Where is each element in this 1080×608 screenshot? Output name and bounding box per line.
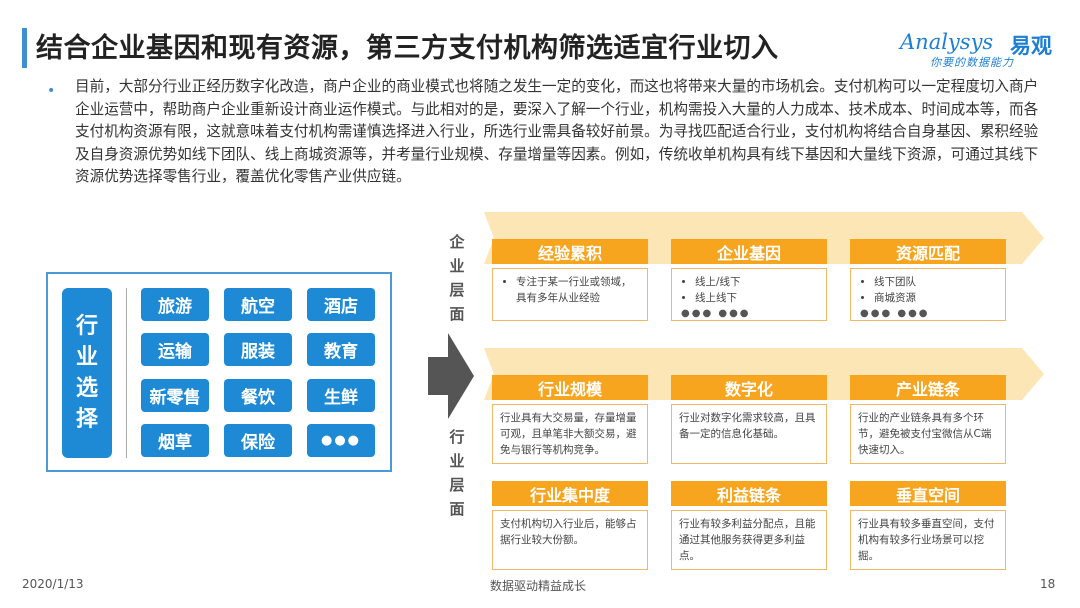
logo-tagline: 你要的数据能力 <box>930 56 1014 69</box>
industry-selection-label: 行业选择 <box>62 288 112 458</box>
vertical-char: 业 <box>449 452 465 470</box>
vertical-char: 面 <box>449 500 465 518</box>
card-bullet: 线上线下 <box>695 290 819 306</box>
card-body: 行业有较多利益分配点，且能通过其他服务获得更多利益点。 <box>671 510 827 570</box>
logo-english: Analysys <box>900 30 994 54</box>
industry-tag: 餐饮 <box>224 379 292 412</box>
vertical-char: 行 <box>75 314 98 339</box>
card-body: 行业具有较多垂直空间，支付机构有较多行业场景可以挖掘。 <box>850 510 1006 570</box>
panel-divider <box>126 288 127 458</box>
intro-paragraph: 目前，大部分行业正经历数字化改造，商户企业的商业模式也将随之发生一定的变化，而这… <box>75 78 1039 185</box>
page-number: 18 <box>1040 577 1056 591</box>
card-body: 线下团队 商城资源 ●●● ●●● <box>850 268 1006 321</box>
bullet-icon: • <box>47 83 56 99</box>
card-body: 行业的产业链条具有多个环节，避免被支付宝微信从C端快速切入。 <box>850 404 1006 464</box>
vertical-char: 行 <box>449 428 465 446</box>
card-title: 行业集中度 <box>492 481 648 506</box>
card-title: 产业链条 <box>850 375 1006 400</box>
card-body: 支付机构切入行业后，能够占据行业较大份额。 <box>492 510 648 570</box>
vertical-char: 层 <box>449 281 465 299</box>
industry-tag: 服装 <box>224 333 292 366</box>
card-title: 数字化 <box>671 375 827 400</box>
industry-tag: 生鲜 <box>307 379 375 412</box>
industry-level-label: 行业层面 <box>447 425 467 521</box>
card-title: 资源匹配 <box>850 239 1006 264</box>
card-title: 垂直空间 <box>850 481 1006 506</box>
card-body: 行业对数字化需求较高，且具备一定的信息化基础。 <box>671 404 827 464</box>
card-title: 经验累积 <box>492 239 648 264</box>
footer-date: 2020/1/13 <box>22 577 84 591</box>
page-title: 结合企业基因和现有资源，第三方支付机构筛选适宜行业切入 <box>36 33 779 64</box>
industry-tag: 航空 <box>224 288 292 321</box>
card-bullet: 线上/线下 <box>695 274 819 290</box>
card-bullet: 线下团队 <box>874 274 998 290</box>
card-body: 专注于某一行业或领域，具有多年从业经验 <box>492 268 648 321</box>
vertical-char: 层 <box>449 476 465 494</box>
analysys-logo: Analysys 易观 你要的数据能力 <box>900 30 1065 74</box>
card-title: 企业基因 <box>671 239 827 264</box>
vertical-char: 业 <box>75 345 98 370</box>
card-bullet: 商城资源 <box>874 290 998 306</box>
card-title: 行业规模 <box>492 375 648 400</box>
industry-tag: 旅游 <box>141 288 209 321</box>
card-body: 线上/线下 线上线下 ●●● ●●● <box>671 268 827 321</box>
vertical-char: 业 <box>449 257 465 275</box>
industry-tag: 烟草 <box>141 424 209 457</box>
footer-slogan: 数据驱动精益成长 <box>490 579 587 593</box>
vertical-char: 择 <box>75 407 98 432</box>
industry-tag: 运输 <box>141 333 209 366</box>
industry-tag: 教育 <box>307 333 375 366</box>
flow-arrow-icon <box>428 333 474 419</box>
vertical-char: 企 <box>449 233 465 251</box>
title-accent-bar <box>22 28 27 68</box>
industry-tag: 酒店 <box>307 288 375 321</box>
vertical-char: 面 <box>449 305 465 323</box>
card-title: 利益链条 <box>671 481 827 506</box>
more-dots: ●●● ●●● <box>860 308 930 319</box>
industry-tag: 保险 <box>224 424 292 457</box>
enterprise-level-label: 企业层面 <box>447 230 467 326</box>
industry-tag-more: ●●● <box>307 424 375 457</box>
industry-tag: 新零售 <box>141 379 209 412</box>
more-dots: ●●● ●●● <box>681 308 751 319</box>
logo-chinese: 易观 <box>1010 34 1052 58</box>
vertical-char: 选 <box>75 376 98 401</box>
card-bullet: 专注于某一行业或领域，具有多年从业经验 <box>516 274 640 306</box>
card-body: 行业具有大交易量，存量增量可观，且单笔非大额交易，避免与银行等机构竞争。 <box>492 404 648 464</box>
